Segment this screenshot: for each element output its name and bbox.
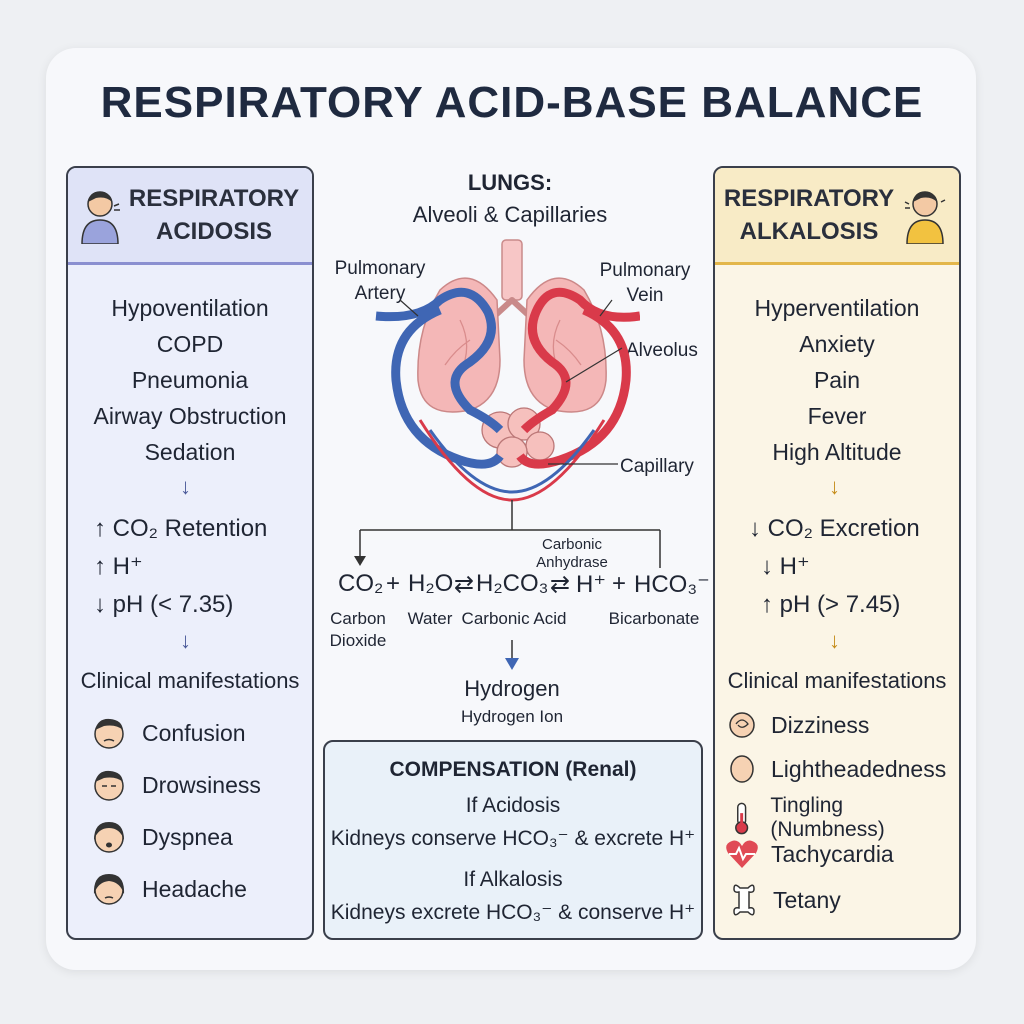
eq-h-ion: H⁺ [576,571,606,598]
dizzy-head-icon [729,712,755,738]
cause-item: Hypoventilation [111,295,269,321]
pulmonary-artery-label: Pulmonary Artery [334,258,426,304]
eq-plus: + [386,570,401,597]
water-label: Water [407,609,453,628]
eq-h2o: H₂O [408,570,454,597]
eq-arrow: ⇄ [454,571,475,598]
if-alkalosis: If Alkalosis [463,868,563,891]
person-coughing-icon [81,191,120,244]
symptom-label: Dizziness [771,711,870,738]
symptom-dizziness: Dizziness [727,710,869,740]
alkalosis-title-line2: ALKALOSIS [739,218,879,245]
alkalosis-compensation: Kidneys excrete HCO₃⁻ & conserve H⁺ [330,901,696,924]
heart-rate-icon [726,840,758,868]
page-title: RESPIRATORY ACID-BASE BALANCE [100,78,924,127]
acidosis-panel: RESPIRATORY ACIDOSIS Hypoventilation COP… [66,166,314,940]
pulmonary-vein-label: Pulmonary Vein [599,260,691,306]
down-arrow-icon: ↓ [180,628,191,653]
carbon-dioxide-label: Carbon Dioxide [329,609,387,650]
eq-hco3: HCO₃⁻ [634,571,710,598]
head-icon [730,755,754,783]
h-increase: ↑ H⁺ [94,553,143,580]
down-arrow-icon: ↓ [180,474,191,499]
acidosis-title-line1: RESPIRATORY [128,185,300,212]
symptom-tachycardia: Tachycardia [725,838,894,870]
trachea [501,239,523,301]
symptom-label: Dyspnea [142,823,233,850]
symptom-label: Tingling (Numbness) [770,794,885,841]
eq-co2: CO₂ [338,570,384,597]
hydrogen-label: Hydrogen [464,676,560,701]
lungs-subtitle: Alveoli & Capillaries [412,202,608,227]
clinical-manifestations-label: Clinical manifestations [80,668,300,693]
carbonic-acid-label: Carbonic Acid [461,609,567,628]
alveolus-label: Alveolus [626,340,698,361]
person-panting-icon [904,191,946,244]
cause-item: Airway Obstruction [93,403,287,429]
co2-retention: ↑ CO₂ Retention [94,515,268,542]
acidosis-title: RESPIRATORY ACIDOSIS [124,182,304,248]
alkalosis-panel: RESPIRATORY ALKALOSIS Hyperventilation A… [713,166,961,940]
compensation-title: COMPENSATION (Renal) [389,758,637,781]
symptom-label: Headache [142,875,247,902]
bone-icon [733,884,755,916]
lungs-heading: LUNGS: Alveoli & Capillaries [380,170,640,228]
alkalosis-title-line1: RESPIRATORY [723,185,895,212]
symptom-tetany: Tetany [731,882,841,918]
symptom-label: Tachycardia [771,840,894,867]
if-acidosis: If Acidosis [465,794,561,817]
h-decrease: ↓ H⁺ [761,553,810,580]
acidosis-title-line2: ACIDOSIS [155,218,272,245]
symptom-tingling: Tingling (Numbness) [727,794,959,842]
co2-excretion: ↓ CO₂ Excretion [749,515,920,542]
hydrogen-ion-label: Hydrogen Ion [460,707,564,726]
eq-h2co3: H₂CO₃ [476,570,549,597]
confused-face-icon [94,718,124,749]
symptom-headache: Headache [90,870,247,908]
drowsy-face-icon [94,770,124,801]
capillary-label: Capillary [620,456,694,477]
bicarbonate-label: Bicarbonate [608,609,700,628]
alkalosis-title: RESPIRATORY ALKALOSIS [719,182,899,248]
cause-item: COPD [156,331,224,357]
eq-plus: + [612,570,627,597]
cause-item: High Altitude [772,439,902,465]
cause-item: Fever [807,403,867,429]
acidosis-causes: Hypoventilation COPD Pneumonia Airway Ob… [68,290,312,470]
symptom-dyspnea: Dyspnea [90,818,233,856]
connector-lines [354,500,661,670]
cause-item: Hyperventilation [754,295,920,321]
lungs-title: LUNGS: [467,170,553,195]
acidosis-compensation: Kidneys conserve HCO₃⁻ & excrete H⁺ [330,827,696,850]
acidosis-header: RESPIRATORY ACIDOSIS [68,168,312,265]
symptom-drowsiness: Drowsiness [90,766,261,804]
symptom-label: Confusion [142,719,246,746]
cause-item: Pain [813,367,861,393]
symptom-confusion: Confusion [90,714,246,752]
alkalosis-causes: Hyperventilation Anxiety Pain Fever High… [715,290,959,470]
ph-increase: ↑ pH (> 7.45) [761,591,901,618]
clinical-manifestations-label: Clinical manifestations [727,668,947,693]
pulmonary-artery-vessel [375,287,504,434]
symptom-label: Tetany [773,886,841,913]
enzyme-label: Carbonic Anhydrase [536,536,608,571]
symptom-lightheadedness: Lightheadedness [727,754,946,784]
cause-item: Pneumonia [131,367,249,393]
cause-item: Sedation [144,439,236,465]
dyspnea-face-icon [94,822,124,853]
down-arrow-icon: ↓ [829,474,840,499]
lungs-diagram [375,239,640,502]
cause-item: Anxiety [799,331,875,357]
symptom-label: Drowsiness [142,771,261,798]
alkalosis-header: RESPIRATORY ALKALOSIS [715,168,959,265]
pulmonary-vein-vessel [520,287,640,434]
ph-decrease: ↓ pH (< 7.35) [94,591,234,618]
headache-face-icon [93,874,125,905]
down-arrow-icon: ↓ [829,628,840,653]
eq-arrow: ⇄ [550,571,571,598]
symptom-label: Lightheadedness [771,755,947,782]
thermometer-icon [735,802,749,835]
compensation-box: COMPENSATION (Renal) If Acidosis Kidneys… [323,740,703,940]
